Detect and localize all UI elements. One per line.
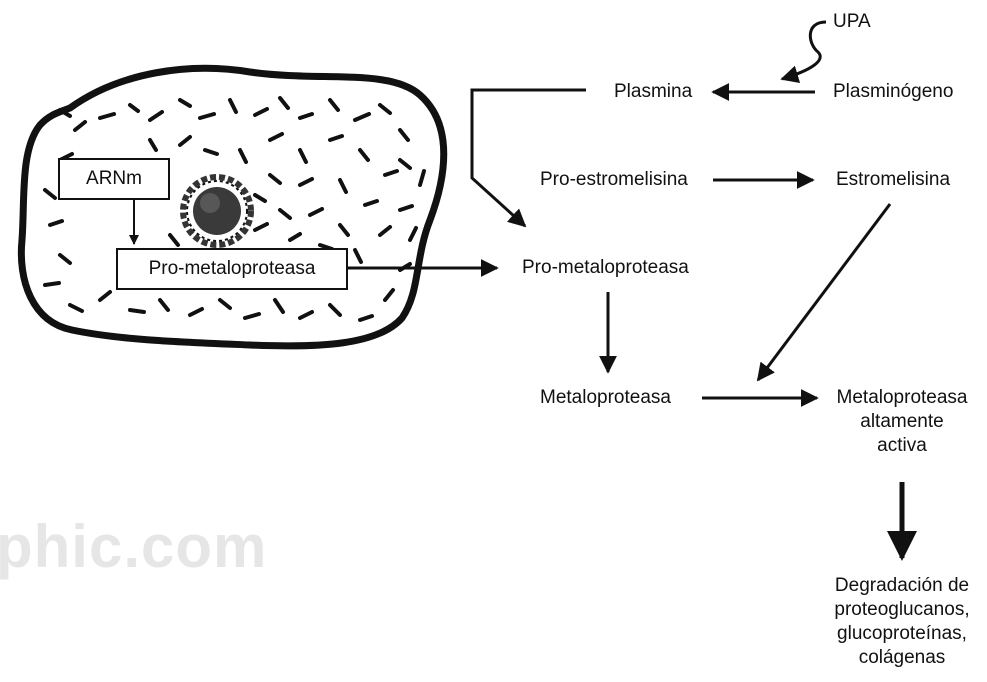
upa-label: UPA [833, 10, 871, 34]
cell-pro-enzyme-label: Pro-metaloproteasa [149, 258, 316, 279]
nucleus [183, 177, 251, 245]
estromelisina-label: Estromelisina [836, 168, 950, 192]
degradacion-line: proteoglucanos, [834, 598, 969, 622]
degradacion-label: Degradación de proteoglucanos, glucoprot… [834, 574, 969, 670]
mrna-label: ARNm [86, 168, 142, 189]
degradacion-line: glucoproteínas, [834, 622, 969, 646]
metaloproteasa-activa-line: altamente [837, 410, 968, 434]
cell-pro-enzyme-box: Pro-metaloproteasa [116, 248, 348, 290]
metaloproteasa-activa-label: Metaloproteasa altamente activa [837, 386, 968, 458]
upa-arrow [782, 22, 826, 79]
degradacion-line: Degradación de [834, 574, 969, 598]
metaloproteasa-label: Metaloproteasa [540, 386, 671, 410]
mrna-box: ARNm [58, 158, 170, 200]
degradacion-line: colágenas [834, 646, 969, 670]
metaloproteasa-activa-line: Metaloproteasa [837, 386, 968, 410]
metaloproteasa-activa-line: activa [837, 434, 968, 458]
stromelysin-arrow [758, 204, 890, 380]
pro-metaloproteasa-label: Pro-metaloproteasa [522, 256, 689, 280]
plasmin-arrow [472, 90, 586, 226]
pro-estromelisina-label: Pro-estromelisina [540, 168, 688, 192]
plasmina-label: Plasmina [614, 80, 692, 104]
plasminogeno-label: Plasminógeno [833, 80, 953, 104]
